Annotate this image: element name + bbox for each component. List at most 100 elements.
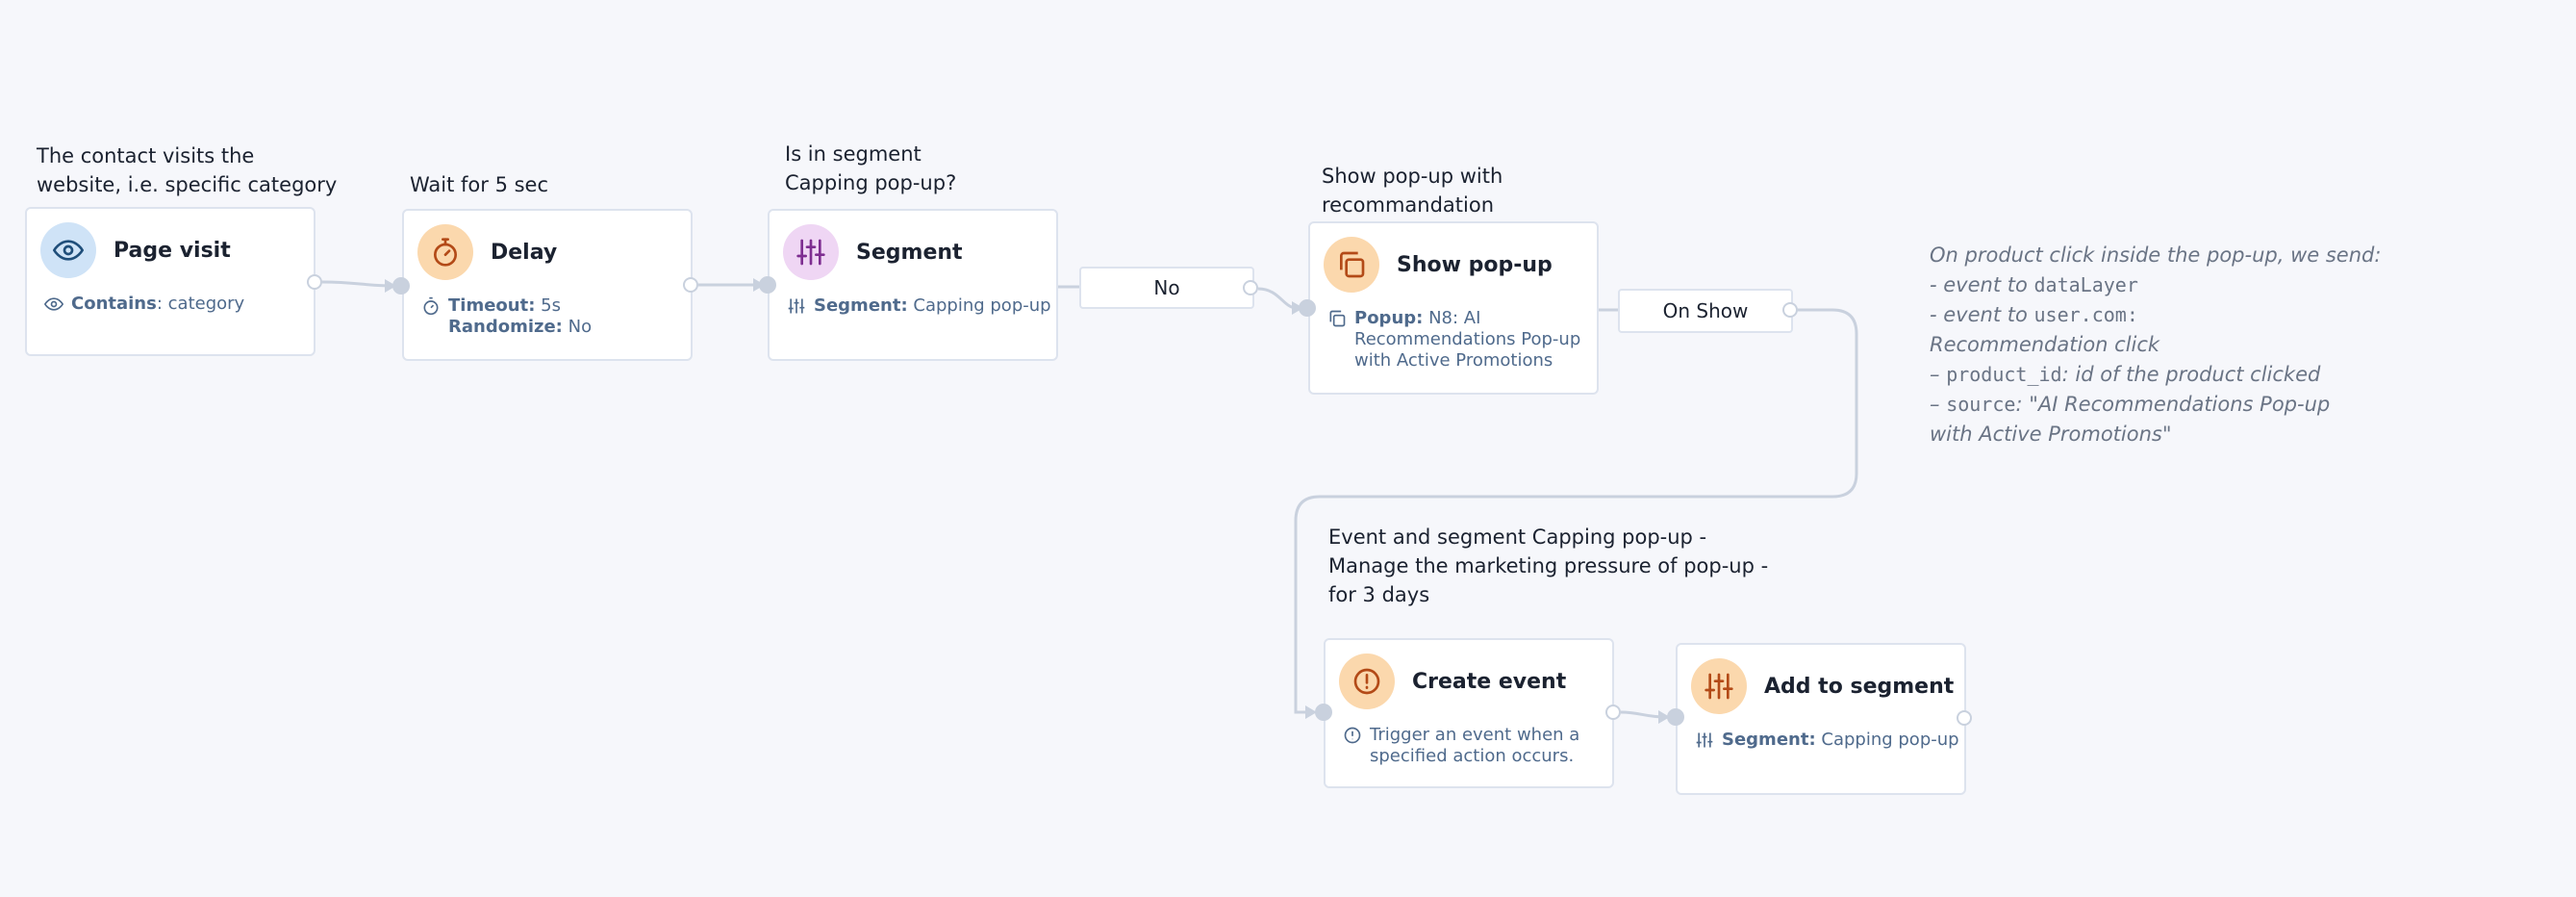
node-title: Page visit: [114, 238, 231, 263]
output-port[interactable]: [1957, 710, 1972, 726]
branch-label: No: [1153, 276, 1180, 299]
input-port[interactable]: [1299, 299, 1316, 317]
node-title: Delay: [491, 240, 558, 265]
node-header: Show pop-up: [1324, 237, 1553, 293]
note-line: – product_id: id of the product clicked: [1930, 360, 2381, 390]
branch-on-show[interactable]: On Show: [1618, 289, 1793, 333]
note-text: - event to: [1930, 273, 2034, 296]
node-header: Segment: [783, 224, 963, 280]
copy-icon: [1327, 309, 1347, 328]
note-code: source: [1946, 393, 2016, 416]
timeout-value: 5s: [541, 295, 561, 316]
note-code: product_id: [1946, 363, 2062, 386]
eye-icon: [40, 222, 96, 278]
input-port[interactable]: [1667, 708, 1684, 726]
sliders-icon: [783, 224, 839, 280]
caption-create-event: Event and segment Capping pop-up - Manag…: [1328, 523, 1768, 609]
node-delay[interactable]: Delay Timeout: 5s Randomize: No: [402, 209, 693, 361]
note-text: : id of the product clicked: [2061, 363, 2321, 386]
note-line: - event to user.com:: [1930, 300, 2381, 330]
node-title: Segment: [856, 240, 963, 265]
node-header: Page visit: [40, 222, 231, 278]
input-port[interactable]: [759, 276, 776, 294]
note-text: : "AI Recommendations Pop-up: [2015, 393, 2331, 416]
node-detail: Segment: Capping pop-up: [1695, 730, 1959, 751]
caption-line: for 3 days: [1328, 583, 1430, 606]
eye-icon: [43, 295, 64, 314]
node-detail: Popup: N8: AI Recommendations Pop-up wit…: [1327, 308, 1580, 372]
node-show-popup[interactable]: Show pop-up Popup: N8: AI Recommendation…: [1308, 221, 1599, 395]
caption-line: Show pop-up with: [1322, 165, 1503, 188]
node-detail: Contains: category: [43, 294, 245, 315]
caption-line: Manage the marketing pressure of pop-up …: [1328, 554, 1769, 577]
node-title: Create event: [1412, 669, 1567, 694]
stopwatch-icon: [421, 296, 441, 316]
alert-circle-icon: [1343, 726, 1362, 745]
node-header: Create event: [1339, 654, 1566, 709]
input-port[interactable]: [1315, 704, 1332, 721]
connector-no-showpopup: [1257, 287, 1300, 310]
node-add-to-segment[interactable]: Add to segment Segment: Capping pop-up: [1676, 643, 1966, 795]
note-code: dataLayer: [2033, 273, 2138, 296]
note-code: user.com:: [2033, 303, 2138, 326]
output-port[interactable]: [683, 277, 698, 293]
node-detail: Timeout: 5s Randomize: No: [421, 295, 592, 338]
caption-line: website, i.e. specific category: [37, 173, 338, 196]
connector-createevent-addsegment: [1620, 710, 1667, 719]
note-line: Recommendation click: [1930, 333, 2160, 356]
caption-line: Is in segment: [785, 142, 922, 166]
node-header: Add to segment: [1691, 658, 1954, 714]
detail-value: Recommendations Pop-up: [1354, 329, 1581, 349]
annotation-note: On product click inside the pop-up, we s…: [1930, 241, 2381, 449]
randomize-key: Randomize:: [448, 317, 563, 337]
sliders-icon: [1691, 658, 1747, 714]
output-port[interactable]: [307, 274, 322, 290]
detail-value: N8: AI: [1428, 308, 1481, 328]
node-detail: Segment: Capping pop-up: [787, 295, 1051, 317]
node-title: Show pop-up: [1397, 252, 1553, 277]
caption-page-visit: The contact visits the website, i.e. spe…: [37, 141, 337, 199]
detail-value: Capping pop-up: [913, 295, 1051, 316]
caption-line: recommandation: [1322, 193, 1495, 217]
note-text: –: [1930, 363, 1947, 386]
detail-value: category: [167, 294, 245, 314]
detail-key: Contains: [71, 294, 157, 314]
branch-label: On Show: [1662, 299, 1749, 322]
sliders-icon: [1695, 730, 1714, 750]
detail-text: Trigger an event when a: [1370, 725, 1580, 745]
note-line: On product click inside the pop-up, we s…: [1930, 243, 2382, 267]
caption-show-popup: Show pop-up with recommandation: [1322, 162, 1503, 219]
input-port[interactable]: [392, 277, 410, 295]
sliders-icon: [787, 296, 806, 316]
output-port[interactable]: [1243, 280, 1258, 295]
stopwatch-icon: [417, 224, 473, 280]
caption-line: The contact visits the: [37, 144, 255, 167]
node-create-event[interactable]: Create event Trigger an event when a spe…: [1324, 638, 1614, 788]
copy-icon: [1324, 237, 1379, 293]
caption-segment: Is in segment Capping pop-up?: [785, 140, 956, 197]
caption-line: Capping pop-up?: [785, 171, 957, 194]
alert-circle-icon: [1339, 654, 1395, 709]
node-header: Delay: [417, 224, 557, 280]
detail-text: specified action occurs.: [1370, 746, 1575, 766]
note-line: – source: "AI Recommendations Pop-up: [1930, 390, 2381, 420]
randomize-value: No: [568, 317, 593, 337]
output-port[interactable]: [1605, 705, 1621, 720]
caption-delay: Wait for 5 sec: [410, 170, 548, 199]
node-page-visit[interactable]: Page visit Contains: category: [25, 207, 316, 356]
branch-no[interactable]: No: [1079, 267, 1254, 309]
note-line: - event to dataLayer: [1930, 270, 2381, 300]
timeout-key: Timeout:: [448, 295, 536, 316]
detail-key: Segment:: [814, 295, 908, 316]
output-port[interactable]: [1782, 302, 1798, 318]
detail-key: Popup:: [1354, 308, 1424, 328]
caption-line: Event and segment Capping pop-up -: [1328, 525, 1707, 549]
note-text: –: [1930, 393, 1947, 416]
detail-value: with Active Promotions: [1354, 350, 1553, 371]
detail-key: Segment:: [1722, 730, 1816, 750]
node-segment[interactable]: Segment Segment: Capping pop-up: [768, 209, 1058, 361]
caption-line: Wait for 5 sec: [410, 173, 549, 196]
node-detail: Trigger an event when a specified action…: [1343, 725, 1579, 767]
connector-pagevisit-delay: [321, 280, 393, 288]
